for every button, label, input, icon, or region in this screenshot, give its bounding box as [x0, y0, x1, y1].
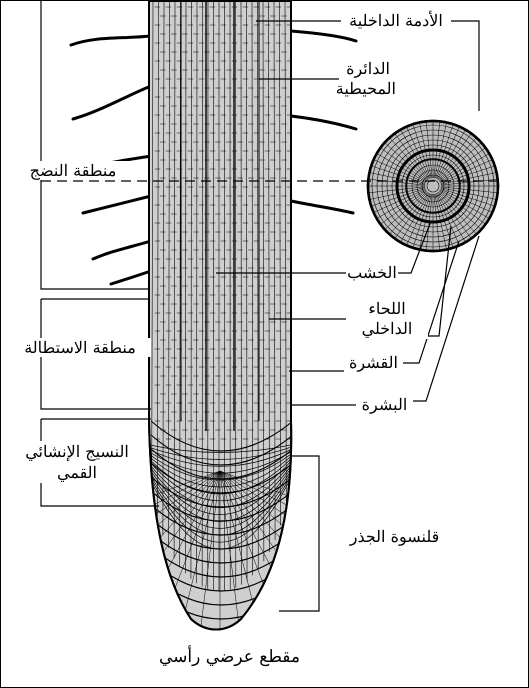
label-pericycle: الدائرة المحيطية: [339, 59, 397, 99]
label-endodermis: الأدمة الداخلية: [341, 11, 451, 30]
label-phloem: اللحاء الداخلي: [346, 299, 428, 339]
root-body: [60, 1, 379, 641]
label-cortex: القشرة: [344, 353, 403, 372]
label-apical-meristem: النسيج الإنشائي القمي: [6, 441, 148, 483]
label-xylem: الخشب: [346, 263, 398, 282]
label-elongation-zone: منطقة الاستطالة: [9, 338, 151, 357]
label-root-cap: قلنسوة الجذر: [336, 527, 453, 546]
caption: مقطع عرضي رأسي: [141, 648, 318, 667]
label-maturation-zone: منطقة النضج: [13, 161, 133, 180]
cross-section-circle: [367, 120, 499, 252]
label-epidermis: البشرة: [356, 395, 413, 414]
